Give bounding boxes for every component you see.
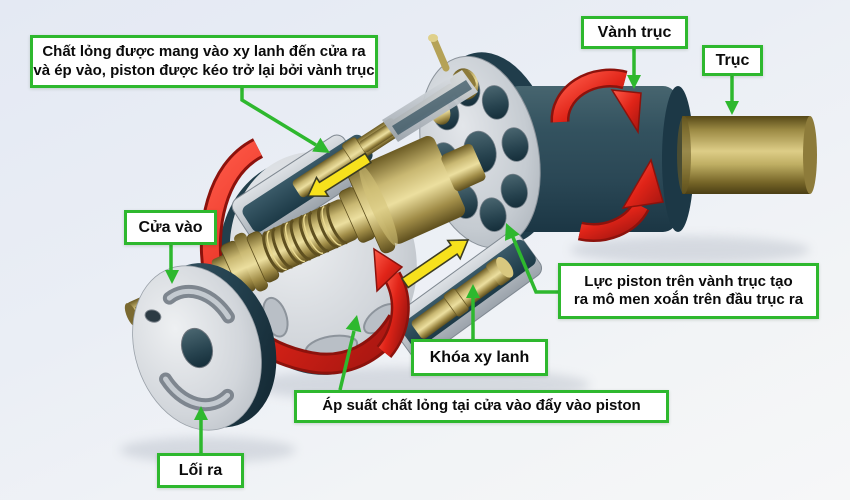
callout-connectors: [165, 49, 739, 453]
callout-outlet-port: Lối ra: [157, 453, 244, 488]
drive-shaft: [677, 116, 817, 194]
callout-inlet-port-text: Cửa vào: [138, 218, 203, 236]
callout-inlet-pressure: Áp suất chất lỏng tại cửa vào đẩy vào pi…: [294, 390, 669, 423]
callout-cylinder-lock: Khóa xy lanh: [411, 339, 548, 376]
callout-shaft-text: Trục: [715, 51, 750, 69]
connector-shaft: [725, 76, 739, 115]
rotation-arrow-housing: [550, 68, 664, 242]
port-plate: [132, 263, 277, 431]
connector-shaft-ring: [627, 49, 641, 89]
callout-piston-force-line2: ra mô men xoắn trên đầu trục ra: [573, 291, 804, 308]
callout-cylinder-lock-text: Khóa xy lanh: [429, 348, 530, 366]
callout-fluid-return-line1: Chất lỏng được mang vào xy lanh đến cửa …: [42, 43, 366, 61]
sleeve-fragment: [382, 70, 478, 142]
callout-fluid-return: Chất lỏng được mang vào xy lanh đến cửa …: [30, 35, 378, 88]
connector-inlet-pressure: [338, 315, 362, 391]
callout-shaft-ring-text: Vành trục: [597, 23, 672, 41]
connector-inlet-port: [165, 245, 179, 284]
callout-outlet-port-text: Lối ra: [178, 461, 223, 479]
callout-piston-force: Lực piston trên vành trục tạo ra mô men …: [558, 263, 819, 319]
callout-piston-force-line1: Lực piston trên vành trục tạo: [584, 272, 793, 290]
connector-outlet-port: [194, 406, 208, 453]
connector-fluid-return: [240, 88, 330, 153]
connector-piston-force: [505, 223, 558, 294]
callout-fluid-return-line2: và ép vào, piston được kéo trở lại bởi v…: [33, 61, 375, 79]
rotation-arrow-center: [373, 247, 410, 359]
connector-cylinder-lock: [466, 284, 480, 339]
piston-direction-arrows: [306, 152, 470, 289]
callout-inlet-port: Cửa vào: [124, 210, 217, 245]
callout-shaft: Trục: [702, 45, 763, 76]
yellow-arrow-bottom: [400, 239, 470, 289]
yellow-arrow-top: [306, 152, 373, 198]
callout-shaft-ring: Vành trục: [581, 16, 688, 49]
callout-inlet-pressure-text: Áp suất chất lỏng tại cửa vào đẩy vào pi…: [322, 397, 641, 415]
